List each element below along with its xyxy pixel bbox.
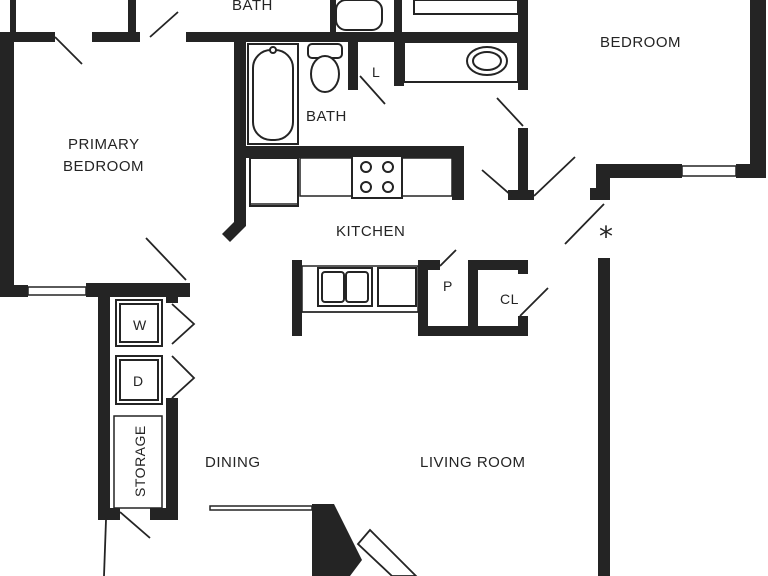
doors — [54, 11, 605, 576]
room-label-primary-bedroom-line2: BEDROOM — [63, 158, 145, 175]
fixtures — [113, 0, 519, 509]
room-label-dryer: D — [133, 373, 144, 389]
room-label-dining: DINING — [205, 454, 261, 471]
room-label-closet: CL — [500, 291, 519, 307]
room-label-bath-top: BATH — [232, 0, 273, 14]
room-label-primary-bedroom-line1: PRIMARY — [68, 136, 140, 153]
room-label-pantry: P — [443, 278, 453, 294]
windows — [27, 165, 737, 511]
room-label-living-room: LIVING ROOM — [420, 454, 526, 471]
room-label-storage: STORAGE — [131, 425, 148, 497]
entry-marker: * — [599, 220, 613, 253]
room-label-kitchen: KITCHEN — [336, 223, 406, 240]
room-label-washer: W — [133, 317, 147, 333]
room-label-bath: BATH — [306, 108, 347, 125]
room-label-bedroom: BEDROOM — [600, 34, 682, 51]
room-label-linen: L — [372, 64, 381, 80]
